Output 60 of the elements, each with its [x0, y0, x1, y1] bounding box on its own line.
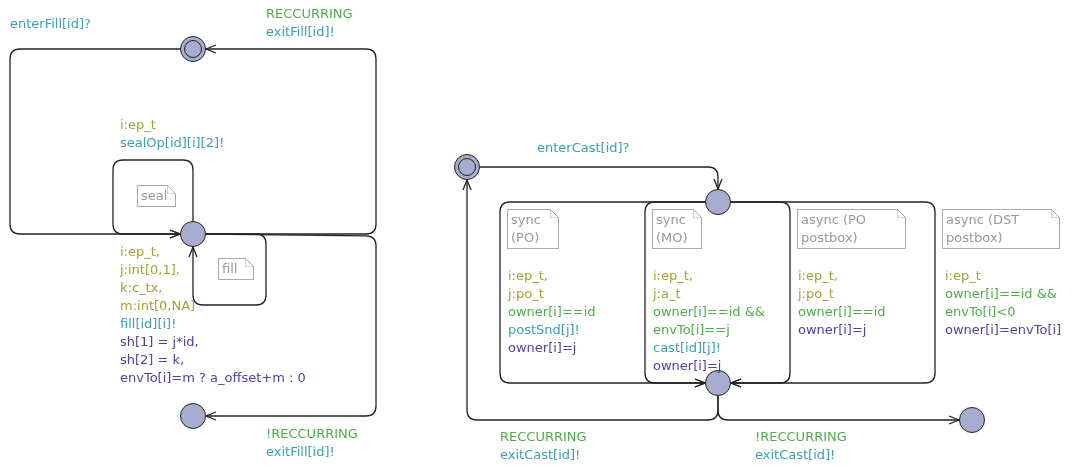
sync-label: fill[id][i]!: [120, 315, 177, 333]
guard-label: !RECCURRING: [266, 425, 358, 443]
transition-arrow: [730, 201, 936, 388]
transition-arrow: [479, 166, 723, 190]
guard-label: owner[i]==id &&: [653, 303, 765, 321]
transition-arrow: [112, 159, 194, 239]
select-label: j:int[0,1],: [120, 261, 180, 279]
sync-label: enterCast[id]?: [537, 139, 630, 157]
select-label: i:ep_t,: [653, 267, 693, 285]
transition-arrow: [717, 395, 960, 425]
note-box: [652, 209, 702, 249]
guard-label: RECCURRING: [266, 5, 353, 23]
guard-label: envTo[i]==j: [653, 321, 730, 339]
sync-label: exitCast[id]!: [755, 446, 836, 464]
sync-label: enterFill[id]?: [10, 15, 91, 33]
guard-label: owner[i]==id: [508, 303, 596, 321]
select-label: k:c_tx,: [120, 279, 163, 297]
transition-arrow: [205, 44, 377, 235]
note-box: [507, 209, 559, 249]
update-label: owner[i]=envTo[i]: [945, 321, 1062, 339]
select-label: j:po_t: [508, 285, 544, 303]
sync-label: sealOp[id][i][2]!: [120, 134, 225, 152]
sync-label: exitFill[id]!: [266, 23, 335, 41]
note-box: [942, 209, 1060, 249]
guard-label: envTo[i]<0: [945, 303, 1016, 321]
guard-label: owner[i]==id &&: [945, 285, 1057, 303]
update-label: owner[i]=j: [798, 321, 867, 339]
update-label: sh[1] = j*id,: [120, 333, 199, 351]
sync-label: exitFill[id]!: [266, 443, 335, 461]
guard-label: RECCURRING: [500, 428, 587, 446]
note-text: sync (PO): [511, 211, 542, 247]
transition-arrow: [462, 179, 719, 421]
select-label: i:ep_t,: [508, 267, 548, 285]
select-label: i:ep_t,: [120, 243, 160, 261]
sync-label: exitCast[id]!: [500, 446, 581, 464]
select-label: j:po_t: [798, 285, 834, 303]
sync-label: cast[id][j]!: [653, 339, 721, 357]
select-label: i:ep_t: [120, 116, 156, 134]
note-text: fill: [222, 260, 239, 278]
note-text: sync (MO): [656, 211, 689, 247]
update-label: owner[i]=j: [653, 357, 722, 375]
note-box: [137, 185, 176, 207]
select-label: i:ep_t: [945, 267, 981, 285]
guard-label: !RECCURRING: [755, 428, 847, 446]
note-box: [797, 209, 906, 249]
select-label: i:ep_t,: [798, 267, 838, 285]
note-text: async (PO postbox): [801, 211, 868, 247]
note-box: [218, 258, 254, 280]
sync-label: postSnd[j]!: [508, 321, 580, 339]
select-label: m:int[0,NA]: [120, 297, 196, 315]
select-label: j:a_t: [653, 285, 681, 303]
note-text: seal: [141, 187, 169, 205]
update-label: envTo[i]=m ? a_offset+m : 0: [120, 369, 306, 387]
transition-arrow: [205, 233, 377, 421]
update-label: sh[2] = k,: [120, 351, 185, 369]
transition-arrow: [188, 233, 267, 306]
transition-arrow: [644, 201, 706, 388]
update-label: owner[i]=j: [508, 339, 577, 357]
note-text: async (DST postbox): [946, 211, 1021, 247]
guard-label: owner[i]==id: [798, 303, 886, 321]
